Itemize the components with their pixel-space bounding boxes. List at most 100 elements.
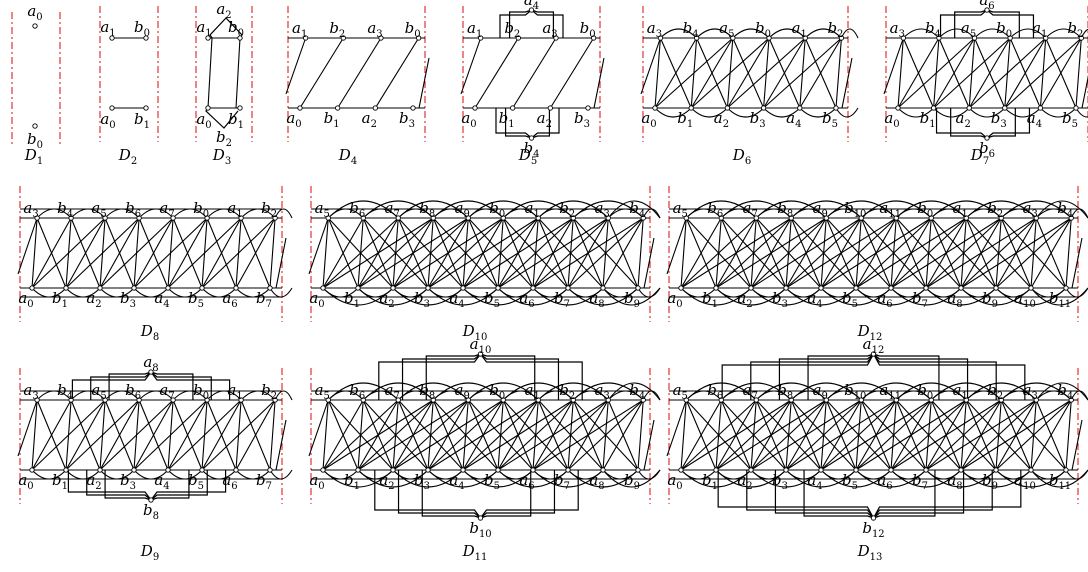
vertex-top-2 <box>730 35 736 41</box>
arc-top <box>660 28 698 39</box>
edge-diagonal <box>65 399 72 471</box>
vertex-label-top-9: b2 <box>987 381 1003 402</box>
edge-diagonal <box>607 217 639 289</box>
vertex-label-bottom-7: b7 <box>912 471 928 492</box>
edge-diagonal <box>240 217 271 289</box>
edge-diagonal <box>572 217 604 289</box>
vertex-label-bottom-4: a4 <box>449 289 464 310</box>
apex-bottom-path <box>950 108 988 139</box>
vertex-bottom-7 <box>267 285 273 291</box>
arc-top <box>1070 390 1088 401</box>
edge-diagonal <box>720 399 752 471</box>
vertex-label-top-6: a1 <box>525 199 540 220</box>
edge-diagonal <box>502 399 534 471</box>
vertex-label-top-1: b6 <box>349 199 365 220</box>
apex-label-top: a10 <box>470 335 492 356</box>
vertex-top-1 <box>693 35 700 41</box>
apex-bottom-path <box>374 470 481 519</box>
edge-diagonal <box>362 217 429 289</box>
edge-diagonal <box>397 399 464 471</box>
vertex-top-1 <box>68 215 74 221</box>
edge-diagonal <box>895 399 962 471</box>
arc-top <box>104 208 140 219</box>
vertex-label-top-3: b6 <box>125 199 141 220</box>
apex-top-path <box>531 9 555 38</box>
vertex-top-3 <box>1007 35 1013 41</box>
arc-bottom <box>637 287 661 298</box>
caption-d13: D13 <box>857 542 883 563</box>
edge-diagonal <box>902 37 935 109</box>
vertex-label-top-0: a3 <box>647 19 662 40</box>
edge-diagonal <box>432 217 464 289</box>
apex-bottom-path <box>531 108 560 139</box>
vertex-label-top-5: b10 <box>844 381 866 402</box>
vertex-top-10 <box>1033 215 1039 221</box>
vertex-top-11 <box>1068 397 1074 403</box>
edge-diagonal <box>974 37 1006 109</box>
caption-d8: D8 <box>140 322 159 343</box>
edge-diagonal <box>1009 37 1041 109</box>
arc-bottom <box>201 287 237 298</box>
vertex-top-9 <box>998 397 1004 403</box>
vertex-label-top-10: a3 <box>1023 381 1038 402</box>
vertex-bottom-9 <box>993 285 999 291</box>
apex-bottom-path <box>986 108 1031 139</box>
vertex-bottom-4 <box>460 467 466 473</box>
vertex-label-top-6: a1 <box>227 199 242 220</box>
edge-diagonal <box>65 217 72 289</box>
vertex-bottom-5 <box>853 285 859 291</box>
vertex-label-bottom-2: a2 <box>714 109 729 130</box>
apex-vertex-top <box>870 351 877 357</box>
vertex-label-top-0: a1 <box>196 18 211 39</box>
vertex-label-bottom-3: b3 <box>772 289 788 310</box>
apex-vertex-bottom <box>477 515 484 521</box>
apex-vertex-bottom <box>870 515 877 521</box>
vertex-bottom-3 <box>131 467 137 473</box>
edge-diagonal <box>337 37 382 109</box>
edge-wrap-left <box>285 37 307 95</box>
vertex-label-top-4: a9 <box>813 381 828 402</box>
arc-bottom-wide <box>1030 287 1088 306</box>
edge-diagonal <box>322 399 329 471</box>
edge-diagonal <box>685 217 717 289</box>
vertex-label-top-5: b2 <box>827 19 843 40</box>
edge-diagonal <box>720 399 787 471</box>
apex-vertex-bottom <box>984 135 990 141</box>
edge-diagonal <box>133 399 140 471</box>
vertex-label-top-1: b2 <box>329 19 345 40</box>
vertex-bottom-7 <box>267 467 273 473</box>
vertex-top-8 <box>963 215 969 221</box>
arc-bottom <box>763 107 801 118</box>
apex-top-path <box>108 371 152 400</box>
apex-bottom-path <box>746 470 874 519</box>
vertex-label-top-1: b0 <box>228 18 244 39</box>
edge-diagonal <box>860 217 927 289</box>
arc-top <box>172 390 208 401</box>
edge-diagonal <box>235 399 242 471</box>
arc-top <box>104 390 140 401</box>
vertex-top-0 <box>205 35 211 41</box>
vertex-label-bottom-6: a6 <box>519 471 534 492</box>
vertex-bottom-4 <box>1037 105 1044 111</box>
apex-bottom-path <box>803 470 874 519</box>
edge-diagonal <box>930 217 962 289</box>
vertex-top-0 <box>683 397 689 403</box>
edge-diagonal <box>968 37 976 109</box>
vertex-top-1 <box>718 215 724 221</box>
edge-diagonal <box>860 399 892 471</box>
vertex-bottom-3 <box>783 467 789 473</box>
edge-diagonal <box>1035 399 1067 471</box>
apex-top-path <box>401 353 481 400</box>
vertex-label-top-4: a1 <box>792 19 807 40</box>
vertex-bottom <box>32 123 38 129</box>
edge-diagonal <box>467 217 534 289</box>
edge-diagonal <box>768 37 801 109</box>
vertex-label-bottom: b0 <box>27 130 43 151</box>
vertex-top-8 <box>963 397 969 403</box>
edge-diagonal <box>206 399 237 471</box>
vertex-label-bottom-2: a2 <box>737 289 752 310</box>
vertex-bottom-1 <box>355 467 361 473</box>
